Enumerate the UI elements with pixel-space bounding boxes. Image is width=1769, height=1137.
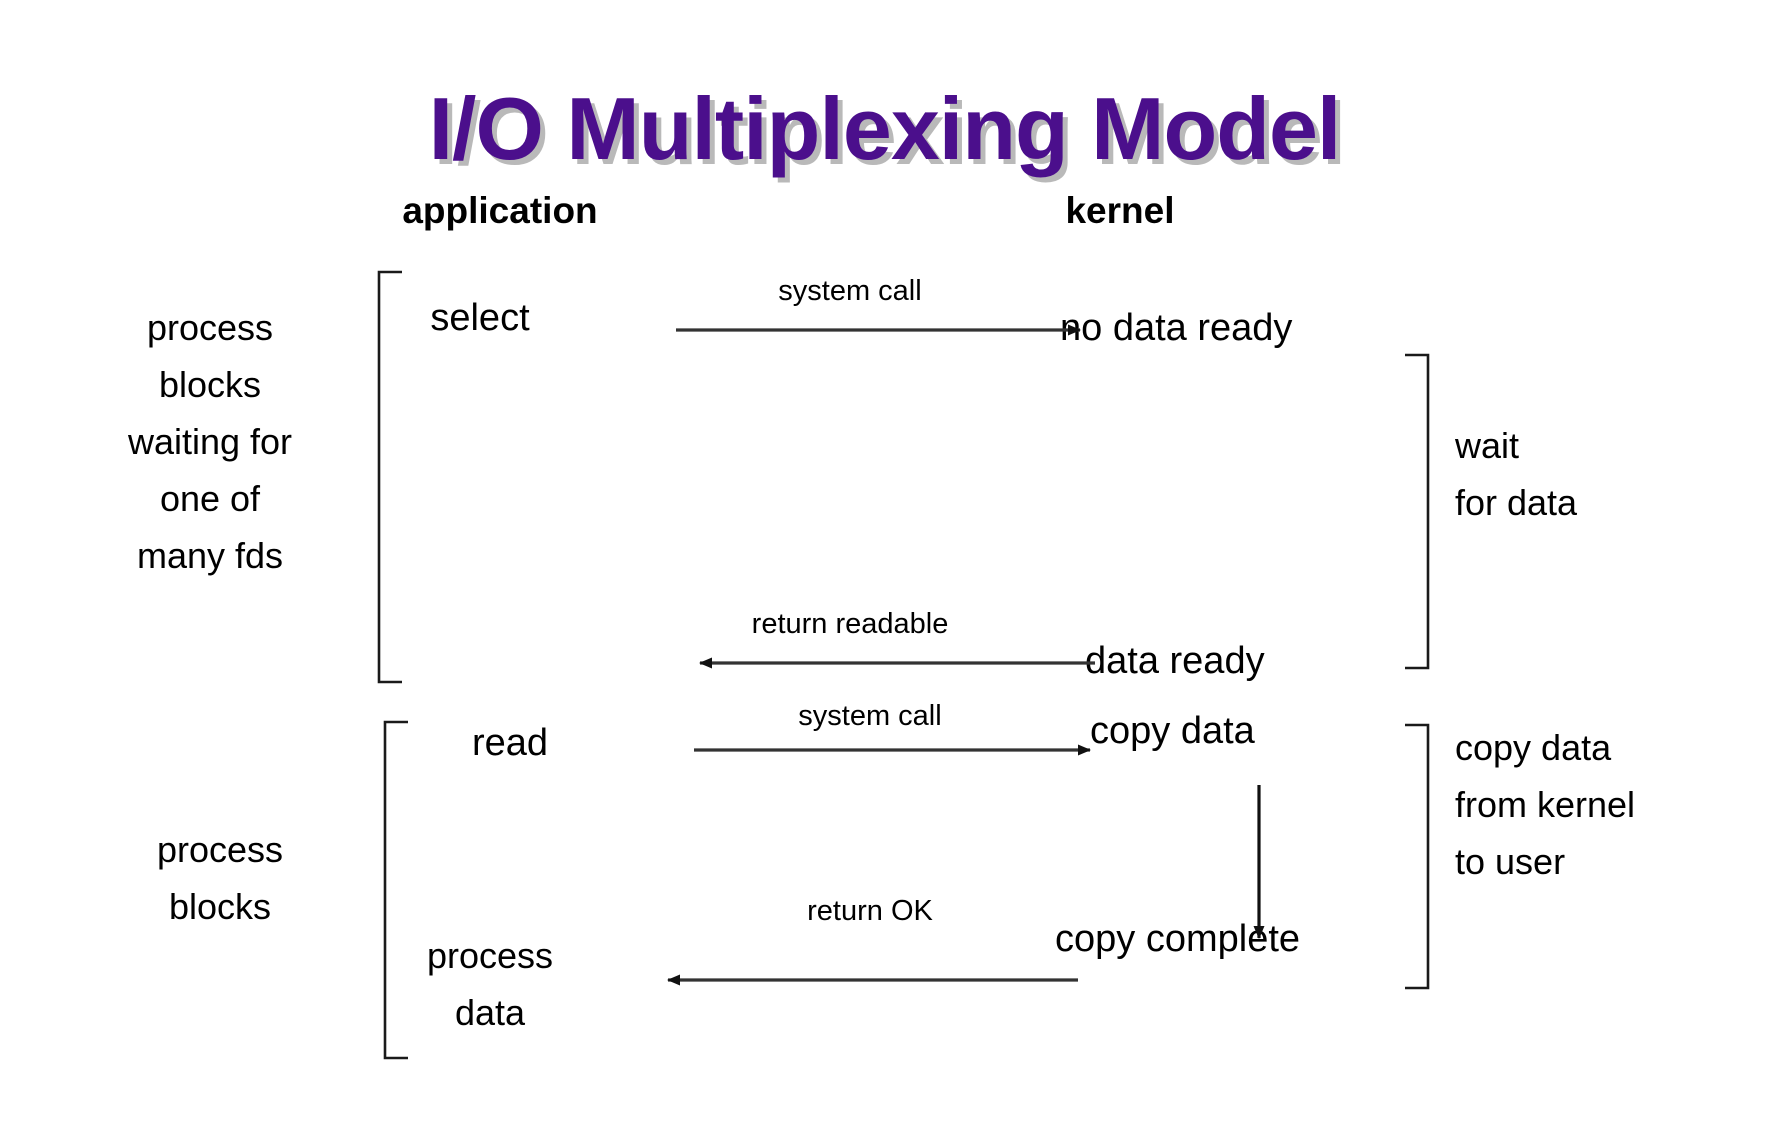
column-header-kernel: kernel (1065, 190, 1175, 231)
node-read: read (471, 722, 549, 764)
page-title: I/O Multiplexing Model (428, 79, 1342, 178)
label-line: to user (1455, 840, 1566, 882)
arrow-label-return-readable: return readable (751, 608, 949, 640)
label-process-blocks: process blocks (75, 822, 365, 936)
column-header-application: application (402, 190, 598, 231)
label-line: from kernel (1455, 783, 1636, 825)
node-data-ready: data ready (1085, 640, 1265, 682)
arrow-label-system-call-2: system call (798, 700, 942, 732)
label-copy-data-from-kernel-to-user: copy data from kernel to user (1455, 720, 1765, 891)
label-wait-for-data: wait for data (1455, 418, 1755, 532)
node-select: select (430, 297, 530, 339)
label-line: process (426, 935, 554, 976)
label-line: for data (1455, 481, 1578, 523)
node-process-data: process data (340, 928, 640, 1042)
node-copy-data: copy data (1090, 710, 1255, 752)
label-line: many fds (136, 534, 284, 576)
node-no-data-ready: no data ready (1060, 307, 1293, 349)
label-line: data (454, 991, 526, 1033)
label-line: process (146, 307, 274, 348)
label-line: blocks (158, 363, 262, 405)
node-copy-complete: copy complete (1055, 918, 1301, 960)
arrow-label-return-ok: return OK (807, 895, 933, 927)
label-line: process (156, 829, 284, 870)
label-process-blocks-waiting: process blocks waiting for one of many f… (65, 300, 355, 584)
label-line: one of (159, 477, 261, 519)
label-line: blocks (168, 885, 272, 927)
arrow-label-system-call-1: system call (778, 275, 922, 307)
label-line: waiting for (127, 420, 293, 462)
bracket-right-phase-one (1405, 353, 1430, 670)
label-line: wait (1455, 425, 1520, 466)
label-line: copy data (1455, 727, 1612, 768)
